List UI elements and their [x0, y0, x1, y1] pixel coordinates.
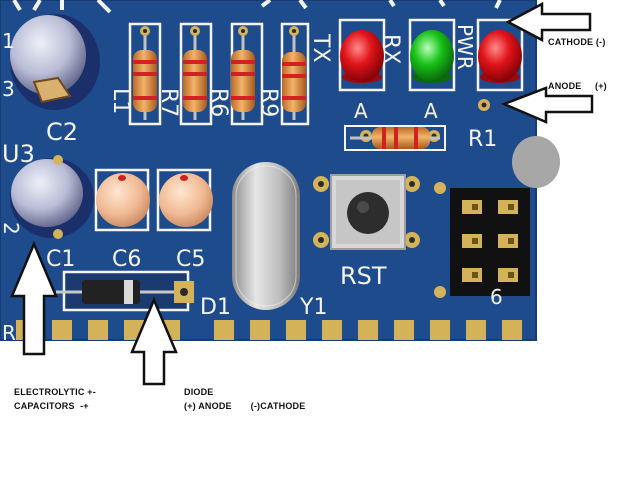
label-r1: R1	[468, 127, 497, 152]
led-pwr	[478, 30, 522, 83]
resistor-r6	[183, 26, 207, 120]
label-r6: R6	[206, 88, 231, 117]
anode-annotation: ANODE (+)	[548, 81, 607, 91]
label-edge-1: 1	[2, 29, 15, 53]
label-c6: C6	[112, 247, 141, 272]
capacitor-c1	[10, 155, 94, 239]
capacitor-c6	[96, 173, 150, 227]
capacitor-c2	[10, 14, 100, 110]
cathode-annotation: CATHODE (-)	[548, 37, 606, 47]
electrolytic-annotation-line2: CAPACITORS -+	[14, 401, 89, 411]
resistor-r9	[231, 26, 255, 120]
capacitor-c5	[159, 173, 213, 227]
capacitor-arrow	[10, 240, 58, 356]
label-c1: C1	[46, 247, 75, 272]
label-edge-r: R	[2, 321, 16, 345]
label-d1: D1	[200, 295, 231, 320]
anode-arrow	[500, 86, 594, 124]
led-tx	[340, 30, 384, 83]
crystal-y1	[232, 162, 300, 310]
bottom-pad-row	[16, 320, 522, 340]
diode-annotation-line2: (+) ANODE (-)CATHODE	[184, 401, 306, 411]
pin-header	[434, 182, 530, 298]
top-silkscreen-fragments	[12, 0, 502, 14]
resistor-r7	[133, 26, 157, 120]
label-a2: A	[424, 99, 438, 123]
resistor-r1	[344, 125, 446, 151]
diode-annotation-line1: DIODE	[184, 387, 214, 397]
label-l1: L1	[108, 88, 133, 114]
label-c5: C5	[176, 247, 205, 272]
edge-component	[512, 136, 560, 188]
label-rx: RX	[378, 34, 403, 64]
label-y1: Y1	[299, 295, 327, 320]
label-tx: TX	[308, 33, 333, 63]
label-a1: A	[354, 99, 368, 123]
label-edge-2: 2	[0, 222, 23, 235]
label-r7: R7	[156, 88, 181, 117]
diode-arrow	[130, 296, 178, 386]
reset-button	[313, 174, 420, 250]
label-pwr: PWR	[453, 24, 477, 70]
electrolytic-annotation-line1: ELECTROLYTIC +-	[14, 387, 96, 397]
led-outlines	[338, 18, 524, 92]
led-rx	[410, 30, 454, 83]
label-rst: RST	[340, 262, 387, 290]
cathode-arrow	[505, 1, 592, 43]
label-edge-3: 3	[2, 77, 15, 101]
label-c2: C2	[46, 118, 78, 146]
label-edge-6: 6	[490, 285, 503, 309]
diode-d1	[56, 270, 194, 312]
label-u3: U3	[2, 140, 35, 168]
label-r9: R9	[256, 88, 281, 117]
resistor-r8	[282, 26, 306, 120]
